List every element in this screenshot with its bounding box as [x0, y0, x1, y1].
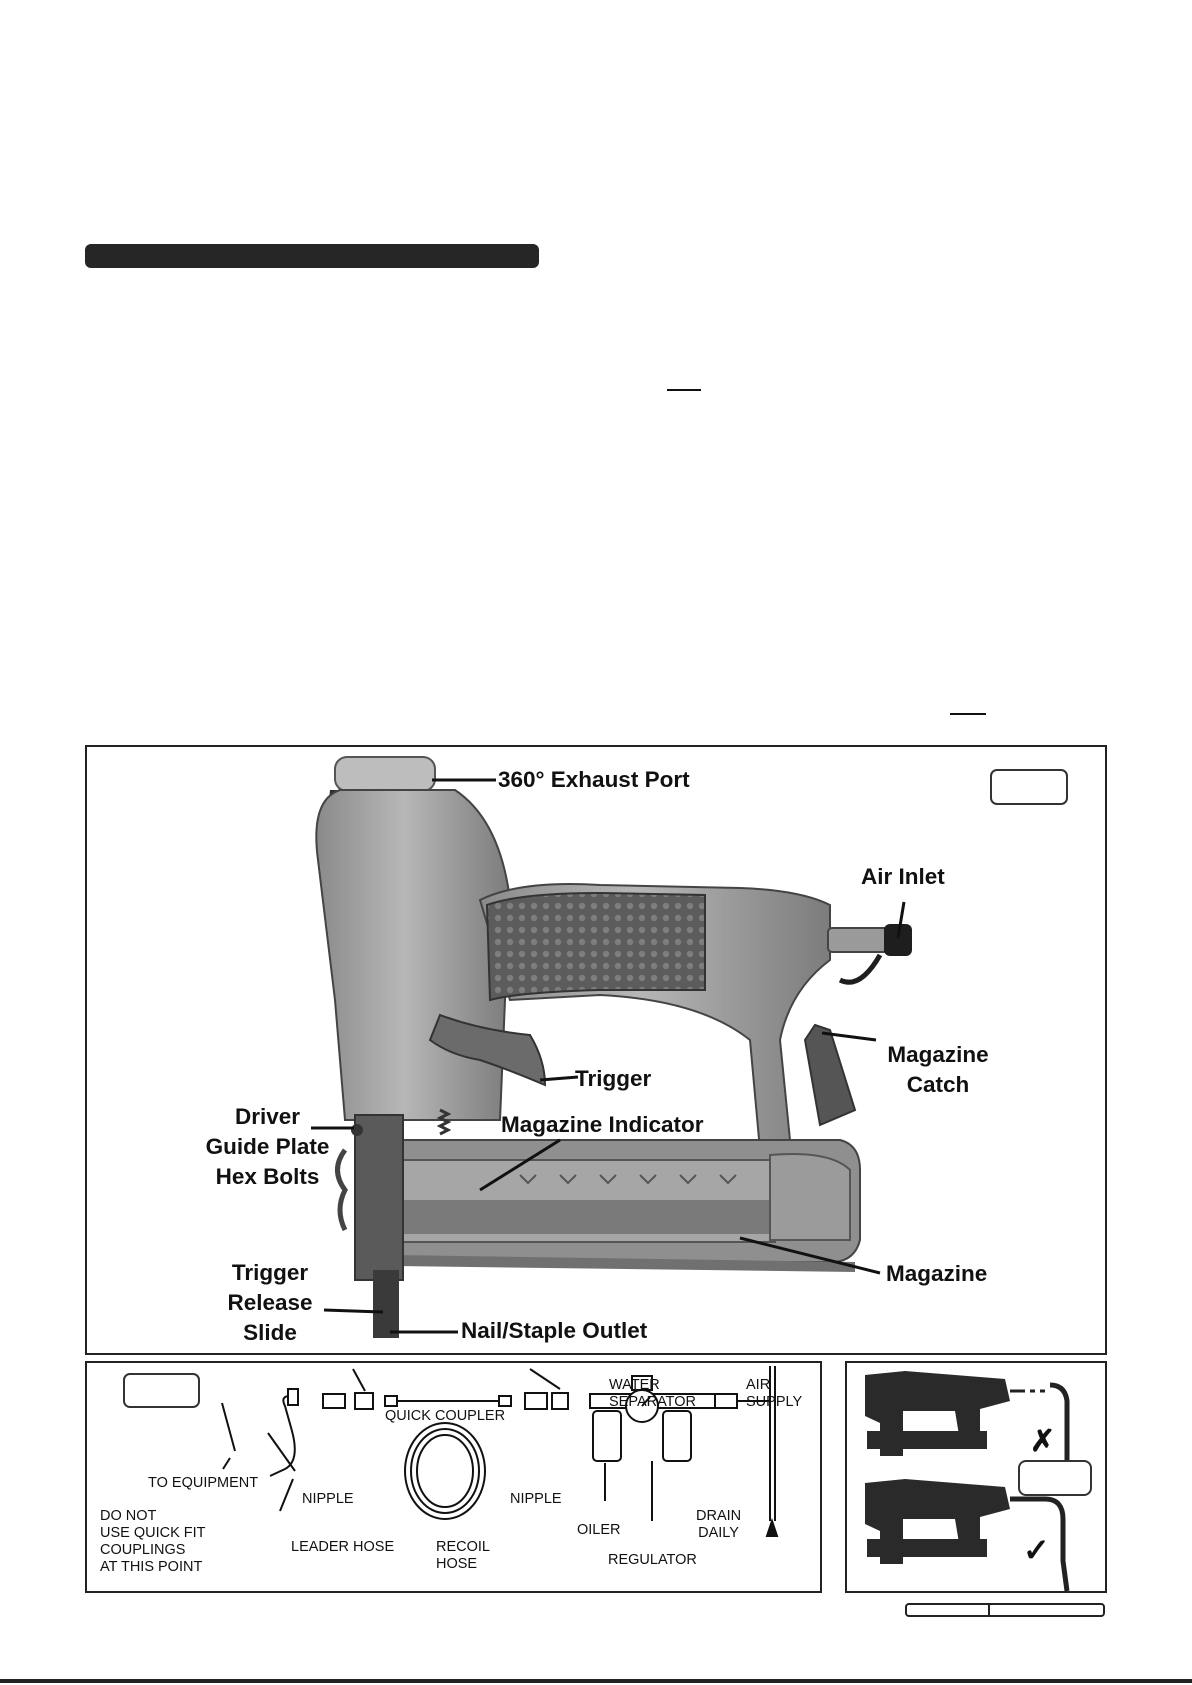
- wrong-mark: ✗: [1030, 1425, 1055, 1458]
- label-magazine-indicator: Magazine Indicator: [501, 1112, 704, 1137]
- text-underline: [950, 713, 986, 715]
- label-quick-coupler: QUICK COUPLER: [385, 1408, 506, 1424]
- label-leader-hose: LEADER HOSE: [291, 1539, 395, 1555]
- recoil-hose: [404, 1422, 486, 1520]
- label-air-supply: AIR SUPPLY: [746, 1377, 803, 1410]
- nipple-left: [322, 1393, 346, 1409]
- air-inlet-fitting: [827, 924, 912, 985]
- nailer-wrong: [865, 1371, 1070, 1461]
- coupler-left: [354, 1392, 374, 1410]
- magazine-catch: [803, 1023, 857, 1127]
- label-exhaust-port: 360° Exhaust Port: [498, 767, 690, 792]
- label-trigger-release-slide: Trigger Release Slide: [227, 1260, 313, 1345]
- label-to-equipment: TO EQUIPMENT: [148, 1475, 259, 1491]
- figure-number-box: [990, 769, 1068, 805]
- label-oiler: OILER: [577, 1522, 621, 1538]
- label-air-inlet: Air Inlet: [861, 864, 945, 889]
- label-driver-guide-plate: Driver Guide Plate Hex Bolts: [205, 1104, 330, 1189]
- label-outlet: Nail/Staple Outlet: [461, 1318, 648, 1343]
- footer-divider: [988, 1603, 990, 1617]
- label-water-separator: WATER SEPARATOR: [609, 1377, 697, 1410]
- label-drain-daily: DRAIN DAILY: [696, 1508, 742, 1541]
- oiler: [592, 1410, 622, 1462]
- label-nipple-left: NIPPLE: [302, 1491, 354, 1507]
- callout-leaders: [311, 778, 906, 1334]
- label-recoil-hose: RECOIL HOSE: [436, 1539, 490, 1572]
- label-quick-fit-warning: DO NOT USE QUICK FIT COUPLINGS AT THIS P…: [100, 1508, 206, 1575]
- right-mark: ✓: [1023, 1532, 1050, 1568]
- water-separator: [662, 1410, 692, 1462]
- label-regulator: REGULATOR: [608, 1552, 697, 1568]
- bottom-rule: [0, 1679, 1192, 1683]
- label-magazine: Magazine: [886, 1261, 988, 1286]
- air-supply-drawing: [221, 1366, 779, 1537]
- label-trigger: Trigger: [575, 1066, 652, 1091]
- text-underline: [667, 389, 701, 391]
- label-nipple-right: NIPPLE: [510, 1491, 562, 1507]
- spring: [436, 1108, 452, 1136]
- figure-number-box: [123, 1373, 200, 1408]
- footer-box: [905, 1603, 1105, 1617]
- nailer-right: [865, 1479, 1070, 1592]
- coupler-right: [551, 1392, 569, 1410]
- connection-drawing: ✗ ✓: [865, 1371, 1092, 1592]
- trigger: [428, 1013, 547, 1087]
- rubber-grip: [485, 891, 706, 1002]
- tool-head: [315, 789, 512, 1121]
- driver-guide-plate: [335, 1114, 404, 1338]
- section-heading-bar: [85, 244, 539, 268]
- figure-number-box: [1018, 1460, 1092, 1496]
- nipple-right: [524, 1392, 548, 1410]
- magazine: [359, 1139, 861, 1272]
- label-magazine-catch: Magazine Catch: [887, 1042, 989, 1097]
